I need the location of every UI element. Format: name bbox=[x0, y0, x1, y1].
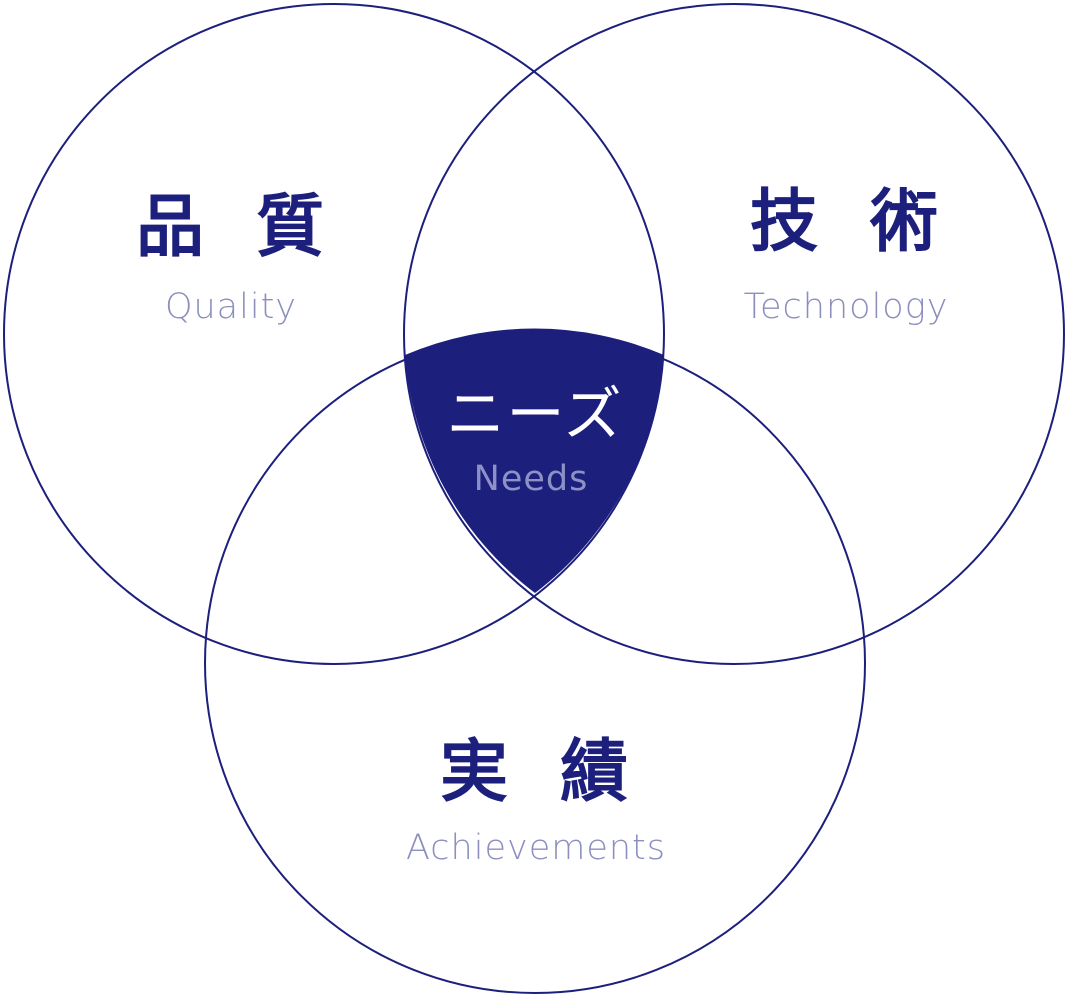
technology-subtitle: Technology bbox=[744, 287, 949, 327]
technology-circle bbox=[403, 3, 1065, 665]
quality-title: 品質 bbox=[136, 187, 376, 267]
quality-subtitle: Quality bbox=[165, 287, 297, 327]
quality-circle bbox=[3, 3, 665, 665]
achievements-subtitle: Achievements bbox=[406, 828, 666, 868]
needs-title: ニーズ bbox=[446, 380, 623, 448]
achievements-title: 実績 bbox=[440, 732, 680, 812]
needs-intersection-region bbox=[405, 328, 664, 593]
needs-subtitle: Needs bbox=[474, 459, 589, 499]
achievements-circle bbox=[204, 332, 866, 994]
technology-title: 技術 bbox=[750, 182, 990, 262]
